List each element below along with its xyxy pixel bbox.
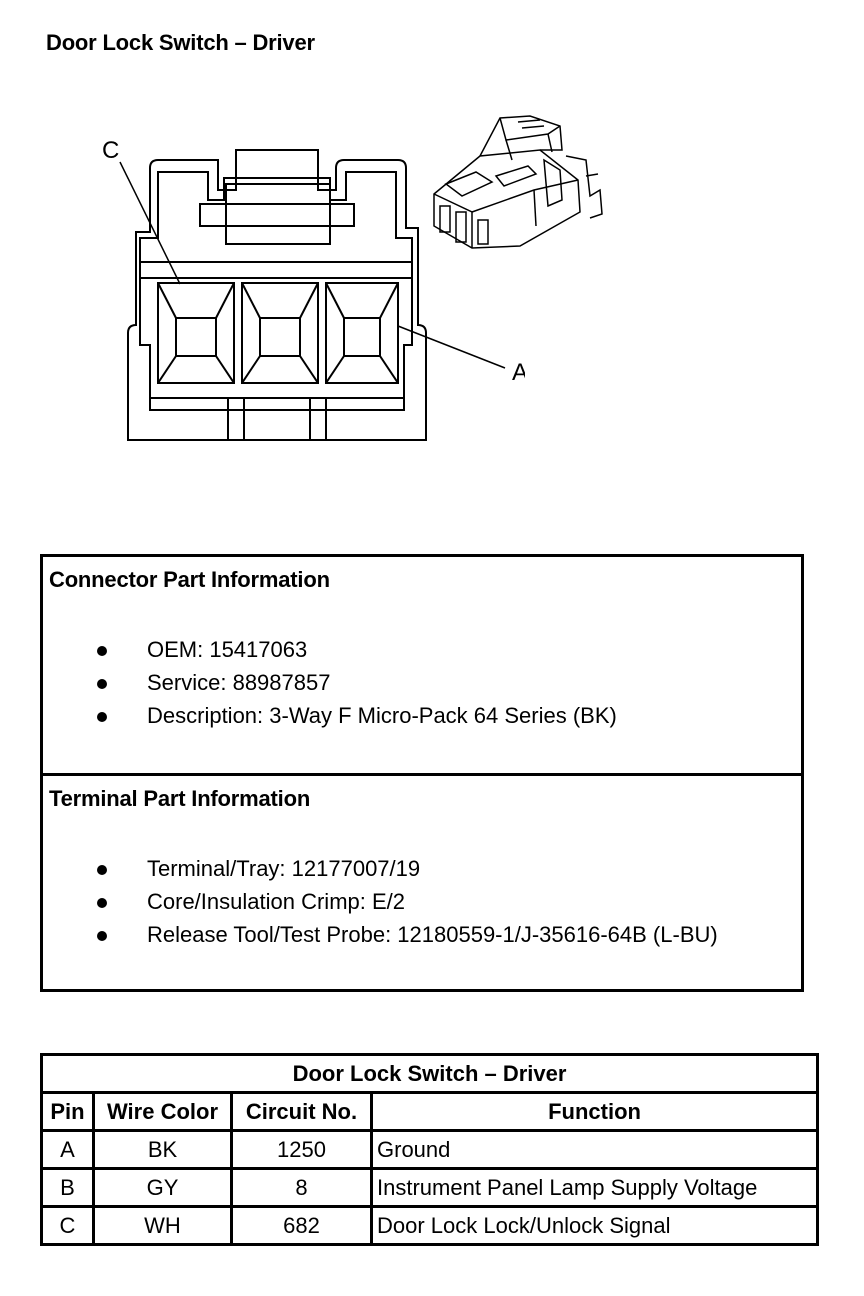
cell-wire-color: WH (92, 1205, 233, 1246)
cavity-c (157, 282, 235, 384)
bullet-icon (97, 898, 107, 908)
callout-c: C (102, 137, 119, 164)
cavity-a (325, 282, 399, 384)
bullet-icon (97, 679, 107, 689)
cell-function: Ground (369, 1129, 820, 1170)
terminal-part-information: Terminal Part Information Terminal/Tray:… (43, 776, 801, 989)
terminal-crimp: Core/Insulation Crimp: E/2 (147, 889, 405, 914)
callout-a: A (512, 359, 525, 386)
part-information-box: Connector Part Information OEM: 15417063… (40, 554, 804, 992)
table-caption: Door Lock Switch – Driver (39, 1053, 820, 1094)
cell-wire-color: GY (92, 1167, 233, 1208)
connector-service: Service: 88987857 (147, 670, 331, 695)
terminal-info-heading: Terminal Part Information (49, 786, 311, 811)
bullet-icon (97, 931, 107, 941)
terminal-tray: Terminal/Tray: 12177007/19 (147, 856, 421, 881)
cell-circuit-no: 8 (230, 1167, 373, 1208)
table-row: A BK 1250 Ground (40, 1129, 820, 1170)
cell-function: Instrument Panel Lamp Supply Voltage (369, 1167, 820, 1208)
connector-face-drawing: C A (102, 137, 525, 441)
pin-table: Door Lock Switch – Driver Pin Wire Color… (39, 1053, 820, 1246)
table-row: B GY 8 Instrument Panel Lamp Supply Volt… (40, 1167, 820, 1208)
header-pin: Pin (40, 1091, 95, 1132)
header-circuit-no: Circuit No. (230, 1091, 373, 1132)
connector-part-information: Connector Part Information OEM: 15417063… (43, 557, 801, 776)
table-header-row: Pin Wire Color Circuit No. Function (40, 1091, 820, 1132)
cell-circuit-no: 682 (230, 1205, 373, 1246)
cell-pin: C (40, 1205, 95, 1246)
cell-function: Door Lock Lock/Unlock Signal (369, 1205, 820, 1246)
cell-pin: A (40, 1129, 95, 1170)
page-title: Door Lock Switch – Driver (46, 30, 315, 55)
bullet-icon (97, 865, 107, 875)
bullet-icon (97, 712, 107, 722)
table-row: C WH 682 Door Lock Lock/Unlock Signal (40, 1205, 820, 1246)
table-caption-row: Door Lock Switch – Driver (39, 1053, 820, 1094)
connector-description: Description: 3-Way F Micro-Pack 64 Serie… (147, 703, 617, 728)
bullet-icon (97, 646, 107, 656)
connector-isometric-drawing (433, 115, 603, 249)
header-function: Function (369, 1091, 820, 1132)
connector-oem: OEM: 15417063 (147, 637, 308, 662)
cell-wire-color: BK (92, 1129, 233, 1170)
terminal-release-tool: Release Tool/Test Probe: 12180559-1/J-35… (147, 922, 718, 947)
header-wire-color: Wire Color (92, 1091, 233, 1132)
cavity-b (241, 282, 319, 384)
cell-pin: B (40, 1167, 95, 1208)
connector-info-heading: Connector Part Information (49, 567, 330, 592)
cell-circuit-no: 1250 (230, 1129, 373, 1170)
